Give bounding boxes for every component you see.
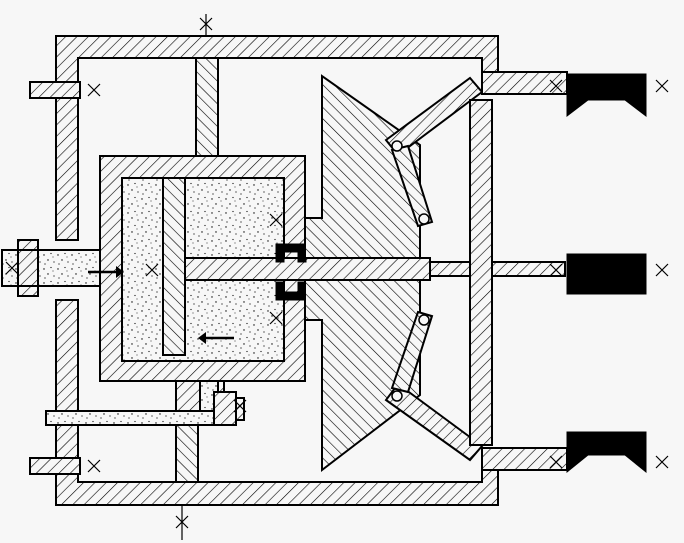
flow-arrows	[88, 266, 234, 344]
bottom-pad	[566, 431, 647, 474]
inlet-pipe	[1, 239, 101, 297]
top-pad	[566, 73, 647, 118]
fluid-chamber	[99, 155, 306, 421]
slider-bar	[469, 99, 493, 446]
support-struts	[175, 57, 219, 483]
output-rods	[481, 71, 568, 471]
return-arrow-icon	[198, 332, 234, 344]
pads	[566, 73, 647, 474]
central-shaft	[184, 257, 566, 281]
middle-pad	[566, 253, 647, 295]
centerline-marks	[5, 14, 669, 540]
mount-rods	[29, 81, 81, 475]
inlet-arrow-icon	[88, 266, 124, 278]
outer-housing	[55, 35, 499, 506]
cam-wedges	[304, 74, 421, 473]
return-pipe	[45, 391, 237, 426]
lever-links	[384, 76, 484, 462]
hinge-pins	[391, 140, 430, 402]
shaft-seals	[275, 243, 307, 301]
